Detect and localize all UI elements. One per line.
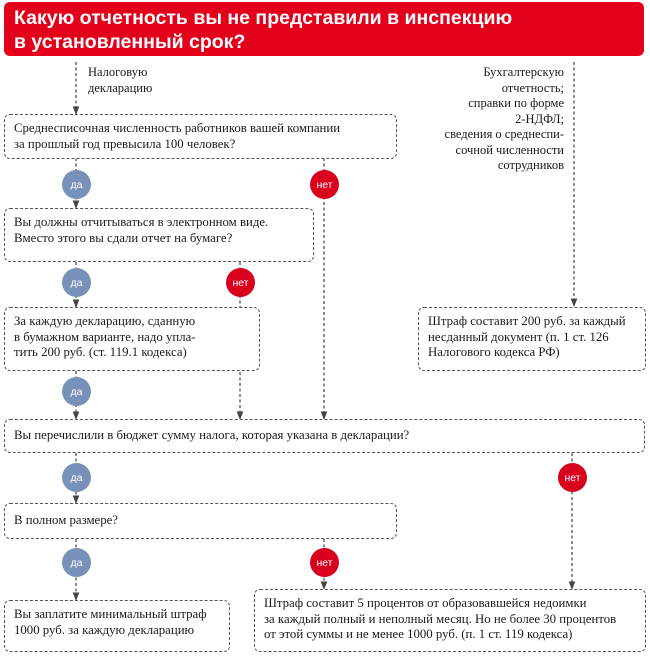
yes-badge-3: да bbox=[62, 377, 91, 406]
title-line-2: в установленный срок? bbox=[14, 31, 246, 53]
yes-badge-4: да bbox=[62, 463, 91, 492]
yes-badge-1: да bbox=[62, 170, 91, 199]
paper-fine-box: За каждую декларацию, сданную в бумажном… bbox=[4, 307, 260, 371]
tax-paid-question-box: Вы перечислили в бюджет сумму налога, ко… bbox=[4, 419, 645, 453]
no-badge-4: нет bbox=[310, 548, 339, 577]
no-badge-1: нет bbox=[310, 170, 339, 199]
branch-accounting-reports: Бухгалтерскую отчетность; справки по фор… bbox=[444, 65, 564, 172]
full-amount-question-box: В полном размере? bbox=[4, 503, 397, 539]
electronic-question-box: Вы должны отчитываться в электронном вид… bbox=[4, 208, 314, 262]
no-badge-2: нет bbox=[226, 268, 255, 297]
accounting-fine-box: Штраф составит 200 руб. за каждый несдан… bbox=[418, 307, 646, 371]
title-banner: Какую отчетность вы не представили в инс… bbox=[4, 2, 644, 56]
branch-tax-declaration: Налоговую декларацию bbox=[88, 65, 153, 95]
headcount-question-box: Среднесписочная численность работников в… bbox=[4, 114, 397, 159]
yes-badge-2: да bbox=[62, 268, 91, 297]
yes-badge-5: да bbox=[62, 548, 91, 577]
no-badge-3: нет bbox=[558, 463, 587, 492]
title-line-1: Какую отчетность вы не представили в инс… bbox=[14, 7, 513, 29]
percent-fine-box: Штраф составит 5 процентов от образовавш… bbox=[254, 589, 646, 652]
minimum-fine-box: Вы заплатите минимальный штраф 1000 руб.… bbox=[4, 600, 230, 652]
